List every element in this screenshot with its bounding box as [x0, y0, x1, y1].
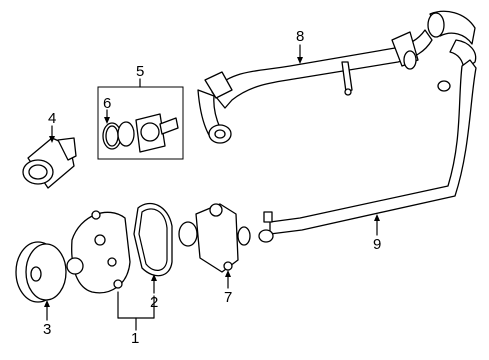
callout-4: 4	[48, 110, 57, 127]
upper-coolant-pipe	[197, 29, 433, 144]
thermostat-assembly	[102, 113, 179, 153]
callout-8: 8	[296, 28, 305, 45]
callout-1: 1	[131, 330, 140, 347]
callout-9: 9	[373, 236, 382, 253]
callout-6: 6	[103, 95, 112, 112]
callout-7: 7	[224, 289, 233, 306]
callout-5: 5	[136, 63, 145, 80]
lower-coolant-pipe	[258, 59, 477, 243]
callout-2: 2	[150, 294, 159, 311]
pump-gasket	[133, 202, 173, 277]
leader-lines	[44, 44, 380, 331]
pulley	[15, 241, 67, 303]
pump-gasket-inner	[138, 208, 168, 271]
water-pump	[66, 210, 131, 294]
pipe-fitting	[22, 137, 77, 189]
thermostat-housing	[178, 203, 251, 273]
callout-3: 3	[43, 321, 52, 338]
